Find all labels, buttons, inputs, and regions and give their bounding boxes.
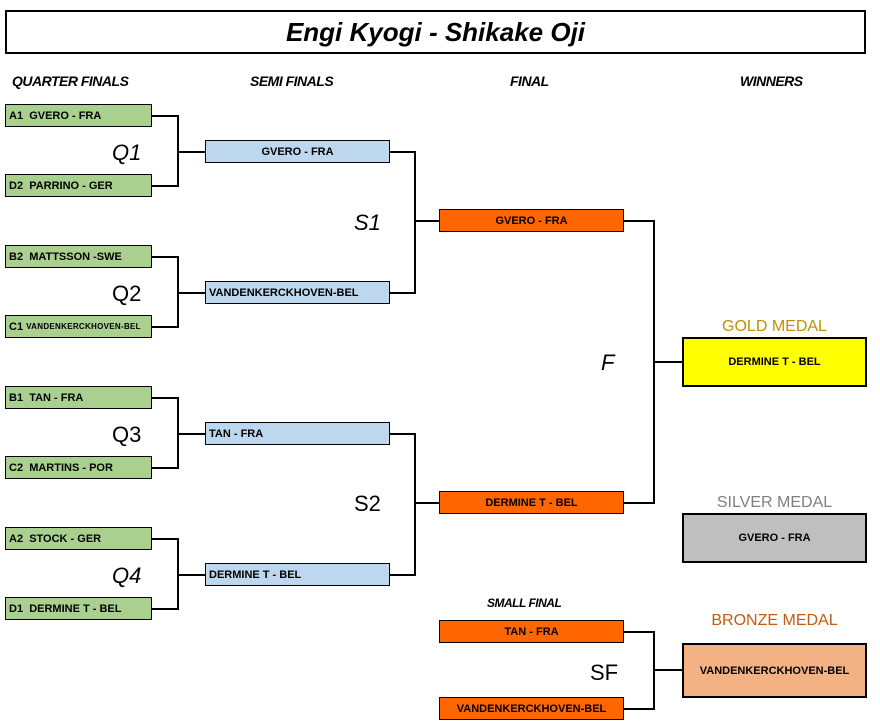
connector — [152, 115, 179, 117]
final-label: F — [601, 350, 615, 375]
qf3-top-slot: B1 TAN - FRA — [5, 386, 152, 409]
connector — [653, 361, 682, 363]
connector — [152, 397, 179, 399]
qf2-bottom-slot: C1 VANDENKERCKHOVEN-BEL — [5, 315, 152, 338]
small-final-label: SF — [590, 660, 619, 685]
header-final: FINAL — [510, 73, 549, 89]
q1-label: Q1 — [112, 140, 142, 165]
q2-label: Q2 — [112, 281, 142, 306]
connector — [390, 151, 416, 153]
sf1-top-slot: GVERO - FRA — [205, 140, 390, 163]
connector — [152, 608, 179, 610]
connector — [414, 151, 416, 294]
page-title: Engi Kyogi - Shikake Oji — [285, 16, 586, 47]
connector — [653, 669, 682, 671]
sf2-bottom-slot: DERMINE T - BEL — [205, 563, 390, 586]
gold-medal-winner: DERMINE T - BEL — [682, 337, 867, 387]
gold-medal-label: GOLD MEDAL — [722, 318, 827, 335]
connector — [152, 326, 179, 328]
connector — [152, 467, 179, 469]
header-winners: WINNERS — [740, 73, 803, 89]
final-top-slot: GVERO - FRA — [439, 209, 624, 232]
title-box: Engi Kyogi - Shikake Oji — [5, 10, 866, 54]
connector — [414, 433, 416, 576]
header-small-final: SMALL FINAL — [487, 596, 562, 610]
connector — [152, 256, 179, 258]
bronze-medal-label: BRONZE MEDAL — [711, 612, 838, 629]
sf1-bottom-slot: VANDENKERCKHOVEN-BEL — [205, 281, 390, 304]
silver-medal-label: SILVER MEDAL — [716, 494, 833, 511]
connector — [390, 574, 416, 576]
connector — [390, 433, 416, 435]
header-semi-finals: SEMI FINALS — [250, 73, 334, 89]
connector — [177, 292, 205, 294]
header-quarter-finals: QUARTER FINALS — [12, 73, 129, 89]
connector — [177, 574, 205, 576]
final-bottom-slot: DERMINE T - BEL — [439, 491, 624, 514]
connector — [624, 220, 655, 222]
qf4-top-slot: A2 STOCK - GER — [5, 527, 152, 550]
qf1-top-slot: A1 GVERO - FRA — [5, 104, 152, 127]
qf4-bottom-slot: D1 DERMINE T - BEL — [5, 597, 152, 620]
connector — [414, 220, 439, 222]
connector — [414, 502, 439, 504]
bronze-medal-winner: VANDENKERCKHOVEN-BEL — [682, 643, 867, 698]
silver-medal-winner: GVERO - FRA — [682, 513, 867, 563]
small-final-bottom-slot: VANDENKERCKHOVEN-BEL — [439, 697, 624, 720]
qf2-top-slot: B2 MATTSSON -SWE — [5, 245, 152, 268]
connector — [624, 708, 655, 710]
connector — [624, 502, 655, 504]
qf1-bottom-slot: D2 PARRINO - GER — [5, 174, 152, 197]
q3-label: Q3 — [112, 422, 142, 447]
connector — [390, 292, 416, 294]
small-final-top-slot: TAN - FRA — [439, 620, 624, 643]
connector — [624, 631, 655, 633]
connector — [152, 538, 179, 540]
s2-label: S2 — [354, 491, 381, 516]
connector — [152, 185, 179, 187]
sf2-top-slot: TAN - FRA — [205, 422, 390, 445]
q4-label: Q4 — [112, 563, 142, 588]
s1-label: S1 — [354, 210, 381, 235]
connector — [177, 151, 205, 153]
connector — [177, 433, 205, 435]
qf3-bottom-slot: C2 MARTINS - POR — [5, 456, 152, 479]
